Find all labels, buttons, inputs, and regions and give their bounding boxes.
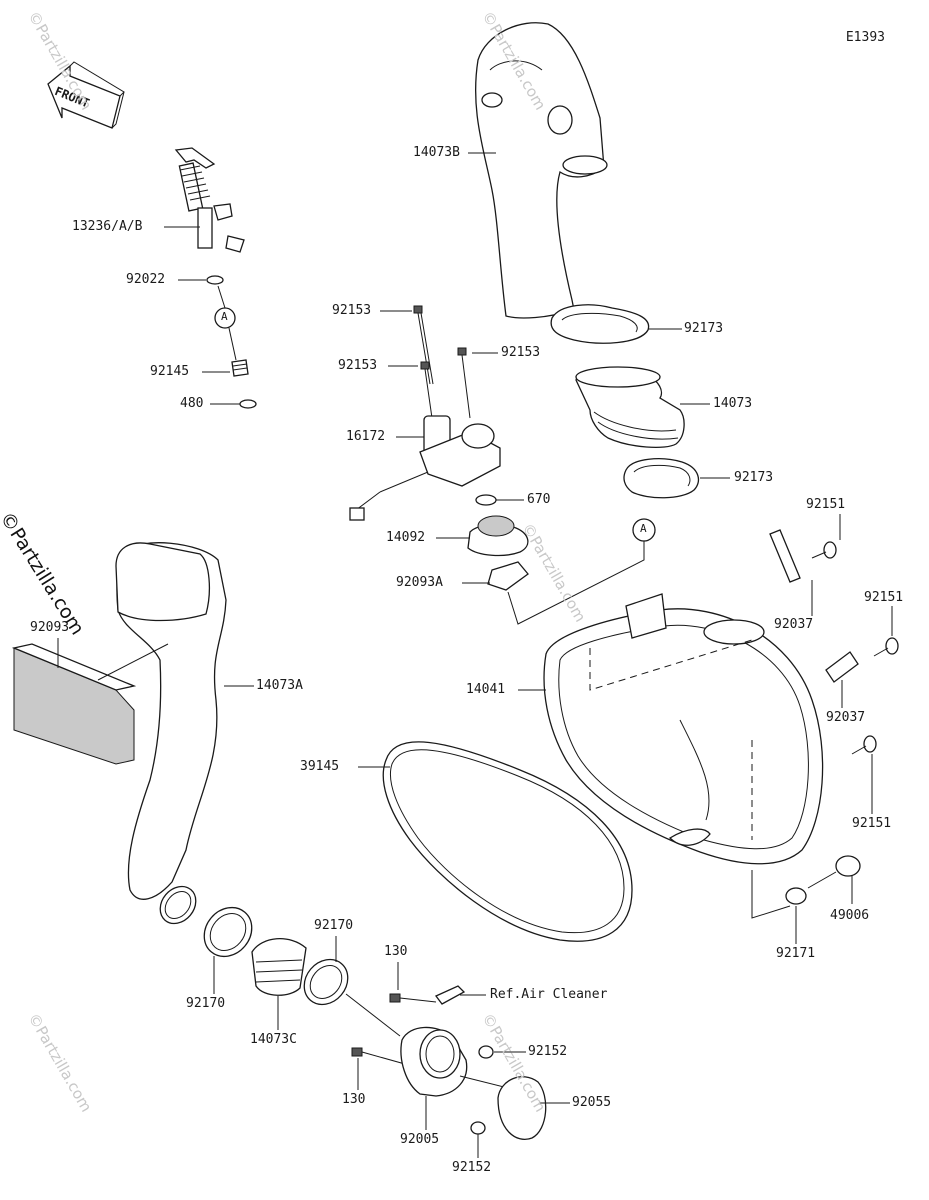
callout-92170-right: 92170 <box>314 918 354 933</box>
duct-14073b <box>475 22 608 319</box>
callout-13236: 13236/A/B <box>72 219 143 234</box>
callout-14041: 14041 <box>466 682 506 697</box>
callout-92037-mid: 92037 <box>826 710 866 725</box>
leader-lines <box>57 152 893 1158</box>
cvt-cover-14041 <box>543 593 824 865</box>
gasket-92055 <box>497 1076 547 1140</box>
ref-marker-line <box>507 518 656 625</box>
callout-92055: 92055 <box>572 1095 612 1110</box>
boot-14073 <box>575 366 685 448</box>
callout-92153-right: 92153 <box>501 345 541 360</box>
callout-92005: 92005 <box>400 1132 440 1147</box>
callout-92037-top: 92037 <box>774 617 814 632</box>
bracket-92037-mid <box>825 651 859 683</box>
callout-92093a: 92093A <box>396 575 443 590</box>
callout-92152-low: 92152 <box>452 1160 492 1175</box>
cap-92152-low <box>470 1121 486 1135</box>
ref-marker-a-left: A <box>221 310 228 323</box>
bolt-92153-right <box>457 347 471 419</box>
bolt-92151-low <box>851 735 877 755</box>
callout-92093: 92093 <box>30 620 70 635</box>
cover-14092 <box>467 515 529 557</box>
callout-49006: 49006 <box>830 908 870 923</box>
callout-670: 670 <box>527 492 551 507</box>
callout-92153-mid: 92153 <box>338 358 378 373</box>
callout-92145: 92145 <box>150 364 190 379</box>
callout-39145: 39145 <box>300 759 340 774</box>
coupler-14073c <box>251 937 307 996</box>
front-arrow-icon <box>47 61 125 129</box>
callout-14073c: 14073C <box>250 1032 297 1047</box>
callout-92173-lower: 92173 <box>734 470 774 485</box>
callout-130-top: 130 <box>384 944 408 959</box>
bolt-92153-mid <box>420 361 433 419</box>
clamp-92170-right <box>303 958 401 1037</box>
bolt-92151-top <box>811 541 837 559</box>
cap-92152-top <box>478 1045 494 1059</box>
cap-49006 <box>807 855 861 889</box>
diagram-code: E1393 <box>845 30 885 45</box>
callout-130-low: 130 <box>342 1092 366 1107</box>
callout-92151-low: 92151 <box>852 816 892 831</box>
callout-92153-top: 92153 <box>332 303 372 318</box>
callout-16172: 16172 <box>346 429 386 444</box>
callout-92151-mid: 92151 <box>864 590 904 605</box>
callout-ref-air-cleaner: Ref.Air Cleaner <box>490 987 608 1002</box>
callout-92022: 92022 <box>126 272 166 287</box>
callout-92173-upper: 92173 <box>684 321 724 336</box>
callout-92151-top: 92151 <box>806 497 846 512</box>
callout-480: 480 <box>180 396 204 411</box>
callout-92152-top: 92152 <box>528 1044 568 1059</box>
callout-92170-left: 92170 <box>186 996 226 1011</box>
ref-marker-a-right: A <box>640 522 647 535</box>
gasket-92173-lower <box>623 458 700 499</box>
ref-air-cleaner-bracket <box>434 985 466 1005</box>
callout-14092: 14092 <box>386 530 426 545</box>
duct-14073a <box>97 542 227 925</box>
clamp-92170-left <box>203 906 253 958</box>
actuator-16172 <box>349 415 501 521</box>
callout-92171: 92171 <box>776 946 816 961</box>
clamp-92171 <box>751 870 807 919</box>
bolt-92153-top <box>413 305 434 385</box>
bracket-92037-top <box>769 529 801 583</box>
callout-14073a: 14073A <box>256 678 303 693</box>
gasket-92173-upper <box>550 304 650 344</box>
bolt-130-top <box>389 993 437 1003</box>
callout-14073: 14073 <box>713 396 753 411</box>
oring-670 <box>475 494 497 506</box>
shift-lever-13236 <box>174 147 257 409</box>
gasket-92093a <box>487 561 529 591</box>
housing-92005 <box>400 1026 517 1097</box>
bolt-92151-mid <box>873 637 899 657</box>
drive-belt-39145 <box>382 741 633 942</box>
callout-14073b: 14073B <box>413 145 460 160</box>
filter-92093 <box>11 643 137 765</box>
